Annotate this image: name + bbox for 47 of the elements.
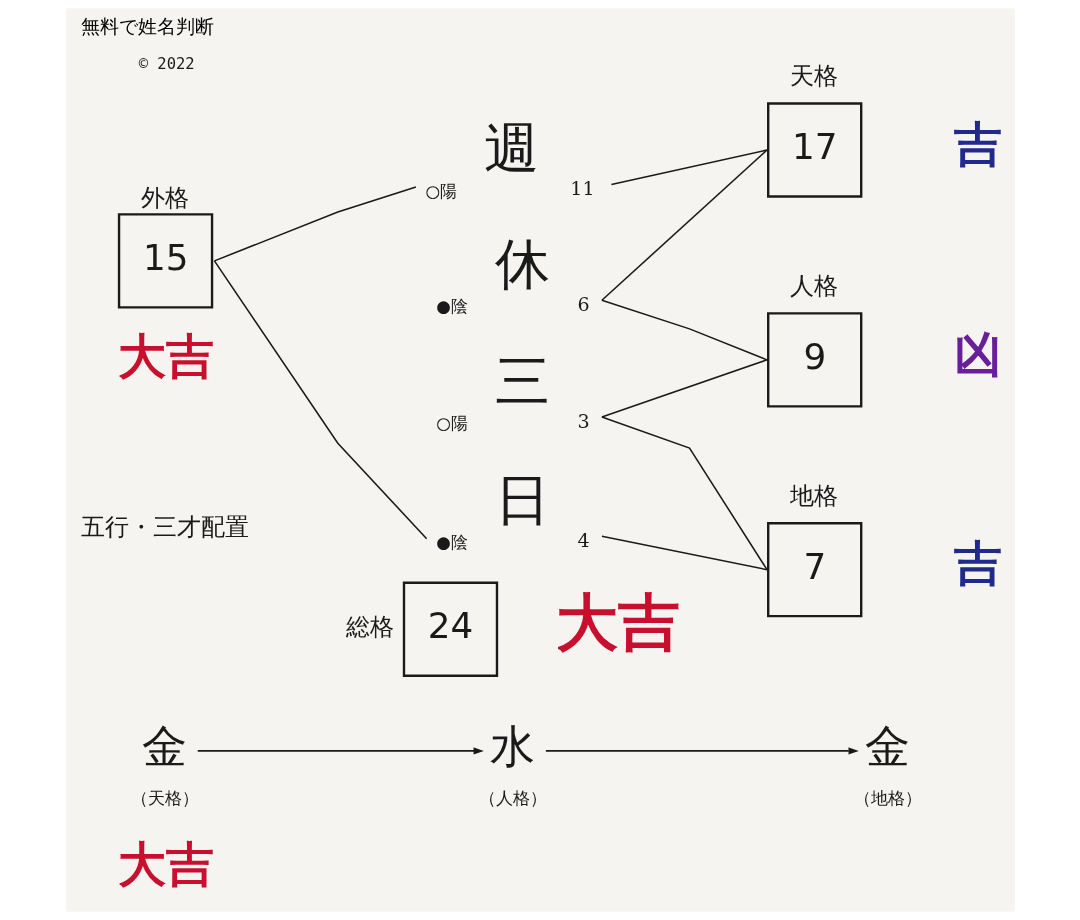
node-label: 6 <box>576 292 590 315</box>
connector <box>213 186 417 262</box>
node-label: （天格） <box>130 788 199 808</box>
node-label: 人格 <box>789 272 838 301</box>
node-box: 15 <box>117 213 213 309</box>
node-label: ●陰 <box>435 533 468 553</box>
node-box: 7 <box>766 522 862 618</box>
node-text: 水 <box>489 720 535 774</box>
label: 大吉 <box>117 835 214 892</box>
connector <box>600 535 768 571</box>
arrow <box>544 747 859 755</box>
node-box: 9 <box>766 312 862 408</box>
node-label: （地格） <box>853 788 922 808</box>
node-text: 金 <box>141 720 187 774</box>
connector <box>213 260 427 540</box>
node-text: 休 <box>494 231 550 296</box>
node-text: 週 <box>483 116 539 181</box>
diagram-title: 無料で姓名判断 <box>80 14 214 37</box>
node-label: 天格 <box>789 62 838 91</box>
connector <box>600 359 768 418</box>
label: © 2022 <box>138 55 195 74</box>
node-text: 日 <box>494 467 550 532</box>
node-label: 凶 <box>953 325 1002 382</box>
node-label: 大吉 <box>555 585 680 659</box>
node-label: ●陰 <box>435 297 468 317</box>
connector <box>600 416 768 571</box>
node-text: 金 <box>864 720 910 774</box>
node-label: 地格 <box>789 482 838 511</box>
node-label: 大吉 <box>117 327 214 384</box>
node-box: 24 <box>402 581 498 677</box>
node-text: 三 <box>494 348 550 413</box>
connector <box>600 299 768 361</box>
node-box: 17 <box>766 102 862 198</box>
node-label: 4 <box>576 528 590 551</box>
connector <box>600 149 768 301</box>
node-label: 総格 <box>345 613 394 642</box>
node-label: ○陽 <box>424 181 457 201</box>
node-label: ○陽 <box>435 414 468 434</box>
node-label: 外格 <box>140 184 189 213</box>
node-label: （人格） <box>478 788 547 808</box>
node-label: 3 <box>576 409 590 432</box>
node-label: 11 <box>569 177 595 200</box>
connector <box>610 149 768 186</box>
label: 五行・三才配置 <box>81 513 249 542</box>
node-label: 吉 <box>953 535 1002 592</box>
node-label: 吉 <box>953 115 1002 172</box>
arrow <box>196 747 484 755</box>
